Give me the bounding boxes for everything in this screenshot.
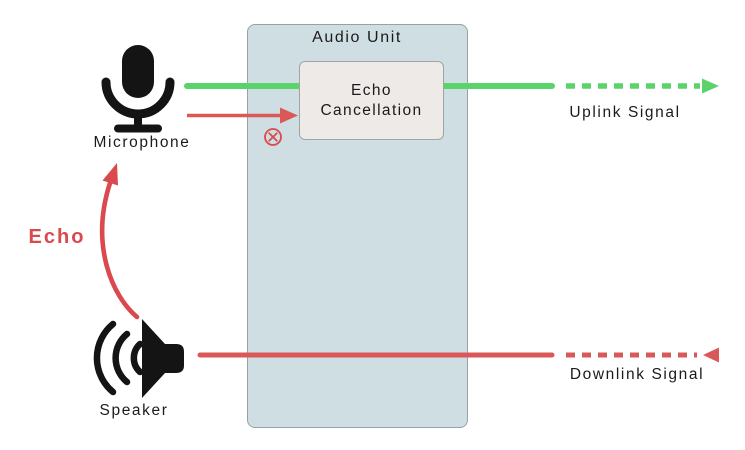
echo-cancellation-box: Echo Cancellation [299,61,444,140]
microphone-label: Microphone [93,134,191,151]
audio-unit-title: Audio Unit [312,29,402,46]
microphone-icon [101,45,175,133]
speaker-icon [93,319,184,398]
downlink-signal-line [197,347,719,363]
uplink-signal-label: Uplink Signal [569,104,681,121]
echo-path-arrowhead-icon [102,163,118,186]
downlink-signal-label: Downlink Signal [569,366,705,383]
uplink-signal-line [184,78,719,94]
sound-waves-icon [93,320,144,396]
downlink-arrowhead-icon [703,347,719,363]
echo-reference-arrowhead-icon [280,107,298,124]
crossed-circle-icon [264,128,282,146]
speaker-label: Speaker [99,402,169,419]
echo-label: Echo [28,226,86,248]
uplink-arrowhead-icon [702,78,719,94]
echo-cancellation-label: Echo Cancellation [320,82,423,119]
echo-path-arrow [100,163,140,320]
echo-reference-arrow [187,107,298,124]
